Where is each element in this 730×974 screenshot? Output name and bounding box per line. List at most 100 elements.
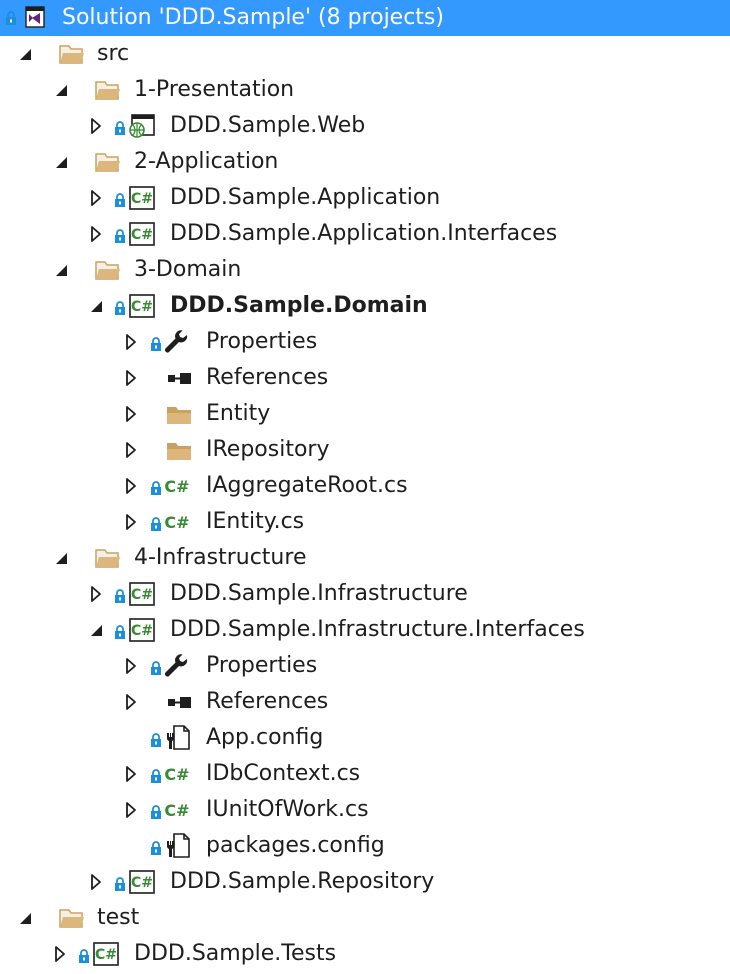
tree-row-application-interfaces-project[interactable]: DDD.Sample.Application.Interfaces	[0, 216, 730, 252]
folder-icon	[165, 401, 193, 427]
collapsed-arrow-icon[interactable]	[87, 117, 105, 135]
folder-icon	[165, 437, 193, 463]
config-file-icon	[163, 725, 191, 751]
folder-icon	[94, 545, 122, 571]
folder-icon	[58, 905, 86, 931]
collapsed-arrow-icon[interactable]	[87, 189, 105, 207]
collapsed-arrow-icon[interactable]	[122, 657, 140, 675]
collapsed-arrow-icon[interactable]	[122, 405, 140, 423]
collapsed-arrow-icon[interactable]	[122, 369, 140, 387]
lock-icon	[150, 517, 162, 531]
tree-label: 4-Infrastructure	[134, 545, 307, 570]
collapsed-arrow-icon[interactable]	[87, 585, 105, 603]
folder-icon	[94, 77, 122, 103]
tree-row-domain-properties[interactable]: Properties	[0, 324, 730, 360]
tree-row-test-folder[interactable]: test	[0, 900, 730, 936]
tree-label: DDD.Sample.Application	[170, 185, 441, 210]
tree-row-presentation[interactable]: 1-Presentation	[0, 72, 730, 108]
tree-row-repository-project[interactable]: DDD.Sample.Repository	[0, 864, 730, 900]
tree-label: 1-Presentation	[134, 77, 295, 102]
collapsed-arrow-icon[interactable]	[51, 945, 69, 963]
wrench-icon	[163, 653, 191, 679]
expanded-arrow-icon[interactable]	[52, 261, 70, 279]
tree-row-application-project[interactable]: DDD.Sample.Application	[0, 180, 730, 216]
expanded-arrow-icon[interactable]	[16, 45, 34, 63]
tree-row-domain-folder[interactable]: 3-Domain	[0, 252, 730, 288]
tree-label: References	[206, 689, 329, 714]
references-icon	[165, 689, 193, 715]
tree-row-tests-project[interactable]: DDD.Sample.Tests	[0, 936, 730, 972]
tree-row-app-config[interactable]: App.config	[0, 720, 730, 756]
tree-row-src[interactable]: src	[0, 36, 730, 72]
tree-label: DDD.Sample.Web	[170, 113, 366, 138]
folder-icon	[94, 149, 122, 175]
tree-label: App.config	[206, 725, 324, 750]
tree-label: IRepository	[206, 437, 330, 462]
folder-icon	[58, 41, 86, 67]
collapsed-arrow-icon[interactable]	[87, 873, 105, 891]
collapsed-arrow-icon[interactable]	[122, 765, 140, 783]
solution-label: Solution 'DDD.Sample' (8 projects)	[62, 5, 444, 30]
tree-row-ientity-file[interactable]: IEntity.cs	[0, 504, 730, 540]
tree-row-infrastructure-project[interactable]: DDD.Sample.Infrastructure	[0, 576, 730, 612]
tree-label: IAggregateRoot.cs	[206, 473, 408, 498]
csharp-project-icon	[128, 581, 156, 607]
tree-row-infrastructure-folder[interactable]: 4-Infrastructure	[0, 540, 730, 576]
tree-row-application-folder[interactable]: 2-Application	[0, 144, 730, 180]
tree-label: DDD.Sample.Domain	[170, 293, 428, 318]
csharp-project-icon	[128, 185, 156, 211]
tree-row-irepository-folder[interactable]: IRepository	[0, 432, 730, 468]
collapsed-arrow-icon[interactable]	[87, 225, 105, 243]
collapsed-arrow-icon[interactable]	[122, 333, 140, 351]
tree-label: packages.config	[206, 833, 385, 858]
tree-row-web-project[interactable]: DDD.Sample.Web	[0, 108, 730, 144]
solution-row[interactable]: Solution 'DDD.Sample' (8 projects)	[0, 0, 730, 36]
tree-label: IEntity.cs	[206, 509, 305, 534]
tree-row-domain-project[interactable]: DDD.Sample.Domain	[0, 288, 730, 324]
tree-row-infra-references[interactable]: References	[0, 684, 730, 720]
lock-icon	[5, 11, 17, 25]
lock-icon	[114, 193, 126, 207]
expanded-arrow-icon[interactable]	[52, 549, 70, 567]
tree-row-infra-properties[interactable]: Properties	[0, 648, 730, 684]
tree-row-entity-folder[interactable]: Entity	[0, 396, 730, 432]
folder-icon	[94, 257, 122, 283]
lock-icon	[150, 661, 162, 675]
tree-label: IDbContext.cs	[206, 761, 361, 786]
collapsed-arrow-icon[interactable]	[122, 693, 140, 711]
tree-label: Properties	[206, 653, 318, 678]
collapsed-arrow-icon[interactable]	[122, 477, 140, 495]
collapsed-arrow-icon[interactable]	[122, 801, 140, 819]
lock-icon	[150, 337, 162, 351]
tree-label: DDD.Sample.Repository	[170, 869, 435, 894]
tree-label: DDD.Sample.Application.Interfaces	[170, 221, 558, 246]
csharp-file-icon	[163, 797, 191, 823]
tree-label: DDD.Sample.Tests	[134, 941, 337, 966]
expanded-arrow-icon[interactable]	[52, 81, 70, 99]
tree-row-iunitofwork-file[interactable]: IUnitOfWork.cs	[0, 792, 730, 828]
csharp-project-icon	[92, 941, 120, 967]
expanded-arrow-icon[interactable]	[16, 909, 34, 927]
expanded-arrow-icon[interactable]	[87, 621, 105, 639]
expanded-arrow-icon[interactable]	[52, 153, 70, 171]
csharp-file-icon	[163, 761, 191, 787]
expanded-arrow-icon[interactable]	[87, 297, 105, 315]
tree-row-packages-config[interactable]: packages.config	[0, 828, 730, 864]
tree-label: IUnitOfWork.cs	[206, 797, 369, 822]
lock-icon	[150, 841, 162, 855]
tree-row-domain-references[interactable]: References	[0, 360, 730, 396]
tree-row-idbcontext-file[interactable]: IDbContext.cs	[0, 756, 730, 792]
tree-row-infrastructure-interfaces-project[interactable]: DDD.Sample.Infrastructure.Interfaces	[0, 612, 730, 648]
lock-icon	[150, 769, 162, 783]
csharp-project-icon	[128, 293, 156, 319]
lock-icon	[114, 877, 126, 891]
tree-label: test	[97, 905, 140, 930]
csharp-project-icon	[128, 869, 156, 895]
lock-icon	[150, 733, 162, 747]
csharp-file-icon	[163, 473, 191, 499]
tree-row-iaggregateroot-file[interactable]: IAggregateRoot.cs	[0, 468, 730, 504]
collapsed-arrow-icon[interactable]	[122, 441, 140, 459]
lock-icon	[150, 481, 162, 495]
tree-label: References	[206, 365, 329, 390]
collapsed-arrow-icon[interactable]	[122, 513, 140, 531]
